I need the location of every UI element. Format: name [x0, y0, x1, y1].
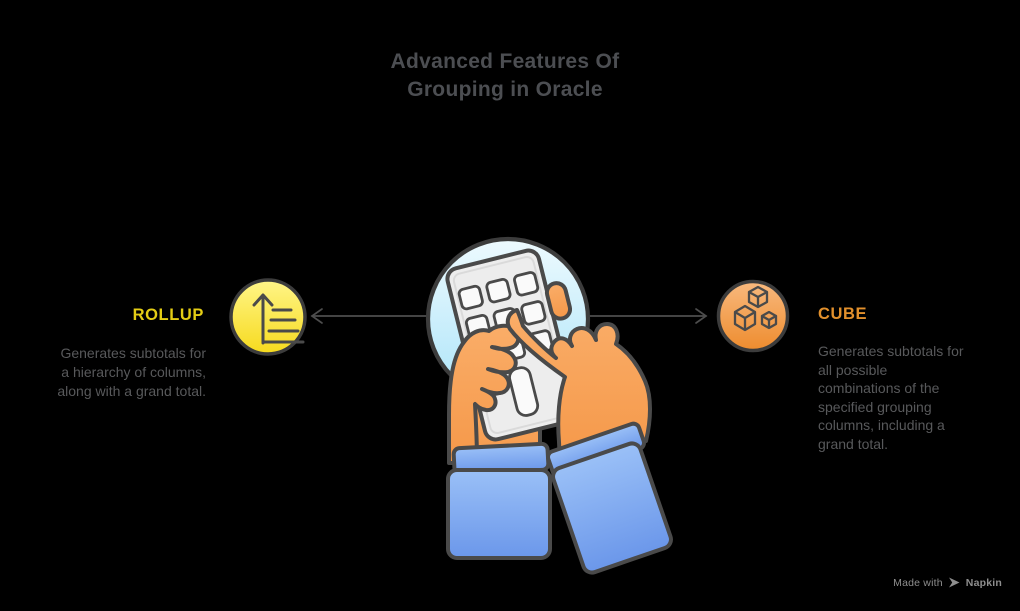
made-with-napkin-credit: Made with Napkin: [893, 576, 1002, 589]
stacked-cubes-icon: [733, 285, 778, 332]
left-hand: [447, 323, 521, 465]
rollup-node-circle: [229, 278, 307, 356]
cube-label: CUBE: [818, 305, 868, 323]
rollup-description: Generates subtotals for a hierarchy of c…: [57, 345, 206, 399]
hands-typing-on-keypad-illustration: [425, 236, 673, 575]
right-arrow: [587, 308, 708, 324]
sort-ascending-lines-icon: [252, 293, 305, 345]
cube-description: Generates subtotals for all possible com…: [818, 343, 964, 452]
left-arrow: [310, 308, 429, 324]
left-sleeve: [446, 441, 552, 560]
cube-node-circle: [716, 279, 790, 353]
made-with-text: Made with: [893, 576, 943, 589]
right-hand: [505, 308, 652, 465]
right-sleeve: [546, 421, 673, 575]
keypad-keys: [457, 271, 554, 417]
right-thumb: [544, 281, 573, 321]
page-title: Advanced Features Of Grouping in Oracle: [390, 50, 620, 101]
napkin-brand-text: Napkin: [965, 576, 1002, 589]
napkin-pen-icon: [948, 577, 960, 588]
rollup-label: ROLLUP: [132, 306, 204, 324]
